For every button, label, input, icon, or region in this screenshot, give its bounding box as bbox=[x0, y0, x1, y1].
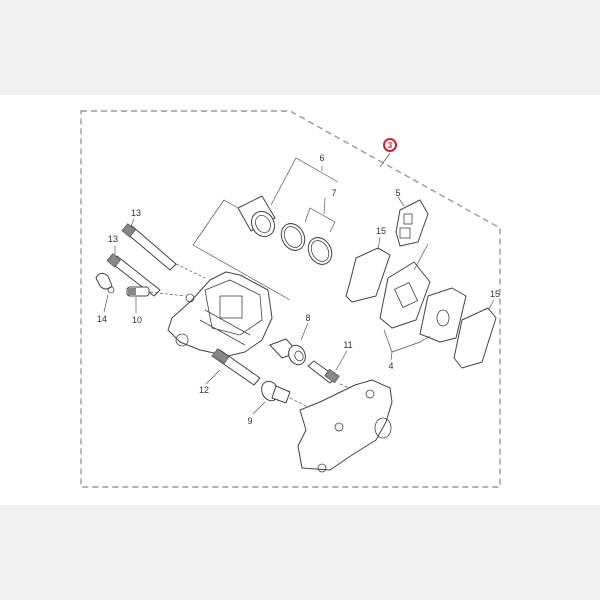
part-pad-support[interactable] bbox=[395, 199, 429, 247]
callout-11[interactable]: 11 bbox=[343, 340, 352, 350]
callout-7[interactable]: 8 bbox=[305, 313, 310, 323]
part-bolt[interactable] bbox=[307, 360, 340, 384]
bottom-margin-band bbox=[0, 505, 600, 600]
callout-15-left[interactable]: 15 bbox=[376, 226, 386, 236]
assembly-boundary bbox=[80, 110, 501, 488]
callout-12[interactable]: 12 bbox=[199, 385, 209, 395]
part-brake-pad-outer[interactable] bbox=[419, 287, 467, 343]
part-pad-shim-left[interactable] bbox=[345, 247, 391, 303]
part-pad-shim-right[interactable] bbox=[453, 307, 497, 369]
callout-9[interactable]: 5 bbox=[395, 188, 400, 198]
callout-circle bbox=[383, 138, 397, 152]
callout-4[interactable]: 4 bbox=[388, 361, 393, 371]
top-margin-band bbox=[0, 0, 600, 95]
part-caliper-bracket[interactable] bbox=[297, 379, 393, 473]
part-piston[interactable] bbox=[237, 195, 279, 241]
part-piston-seal-2[interactable] bbox=[304, 233, 337, 268]
callout-14[interactable]: 14 bbox=[97, 314, 107, 324]
part-caliper-body[interactable] bbox=[167, 271, 273, 357]
part-boot[interactable] bbox=[259, 379, 291, 404]
bracket-6 bbox=[304, 207, 336, 233]
callout-number: 3 bbox=[388, 141, 393, 150]
bracket-5-lower bbox=[192, 244, 291, 301]
leader-line bbox=[379, 152, 391, 168]
callout-10[interactable]: 10 bbox=[132, 315, 142, 325]
part-support-bolt[interactable] bbox=[269, 338, 308, 367]
bracket-5-left bbox=[192, 199, 239, 246]
callout-5[interactable]: 6 bbox=[319, 153, 324, 163]
part-pad-pin-lower[interactable] bbox=[106, 253, 161, 297]
callout-15-right[interactable]: 15 bbox=[490, 289, 500, 299]
part-pad-pin-upper[interactable] bbox=[121, 223, 177, 271]
part-bleed-screw-cap[interactable] bbox=[95, 272, 115, 294]
part-bleed-screw[interactable] bbox=[126, 286, 150, 297]
callout-13-lower[interactable]: 13 bbox=[108, 234, 118, 244]
callout-6[interactable]: 7 bbox=[331, 188, 336, 198]
part-brake-pad-inner[interactable] bbox=[379, 261, 431, 329]
callout-8[interactable]: 9 bbox=[247, 416, 252, 426]
callout-3[interactable]: 3 bbox=[379, 138, 397, 168]
bracket-4 bbox=[383, 329, 431, 353]
bracket-5 bbox=[270, 157, 339, 206]
part-piston-seal-1[interactable] bbox=[277, 219, 310, 254]
part-pin[interactable] bbox=[211, 348, 261, 386]
callout-13-upper[interactable]: 13 bbox=[131, 208, 141, 218]
